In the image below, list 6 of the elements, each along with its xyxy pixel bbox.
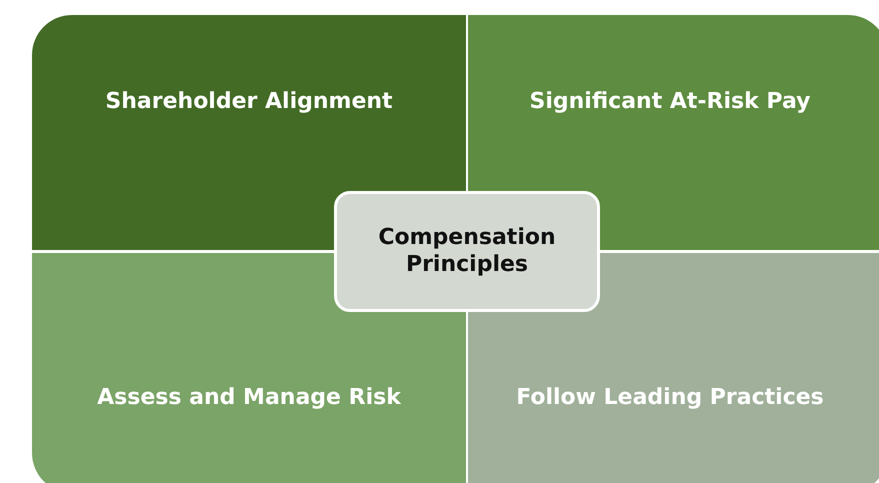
center-box — [334, 191, 600, 312]
center-title: Compensation Principles — [377, 225, 557, 278]
quadrant-title: Shareholder Alignment — [105, 89, 393, 114]
quadrant-title: Significant At-Risk Pay — [530, 89, 810, 114]
quadrant-title: Follow Leading Practices — [516, 385, 824, 410]
quadrant-title: Assess and Manage Risk — [97, 385, 401, 410]
